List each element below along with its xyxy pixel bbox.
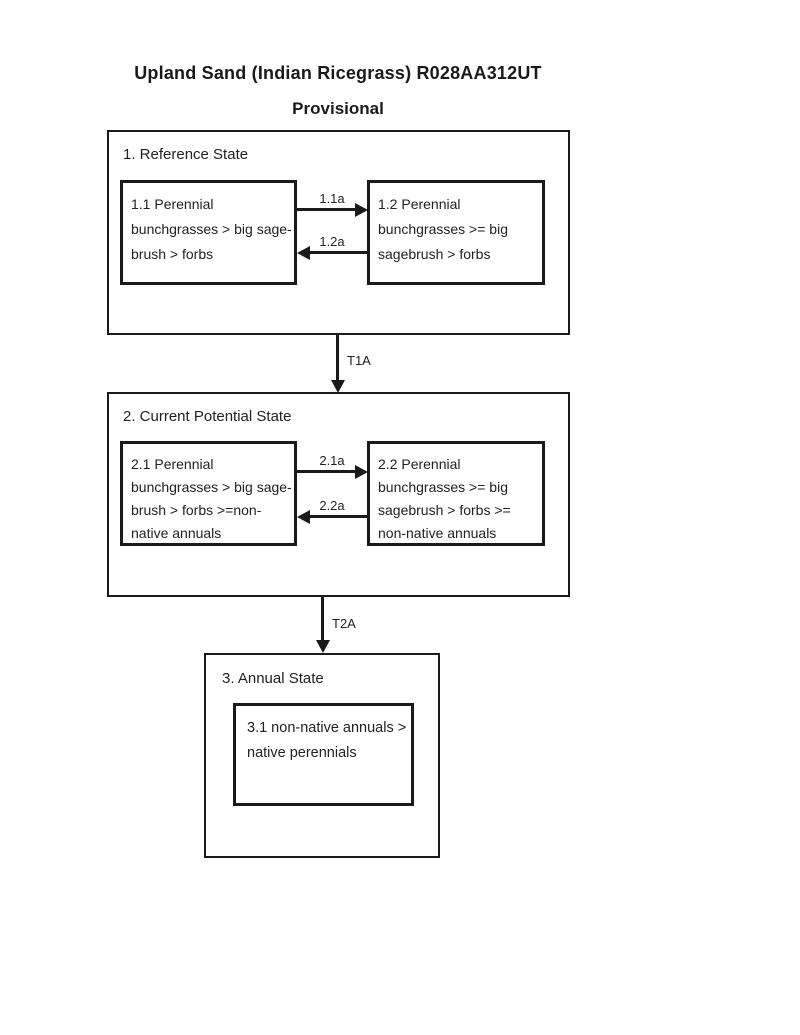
- state-title-reference: 1. Reference State: [123, 146, 249, 163]
- community-2-1-text-line: native annuals: [131, 525, 222, 541]
- arrow-down-icon: [331, 380, 345, 393]
- arrow-right-icon: [355, 465, 368, 479]
- arrow-right-icon: [355, 203, 368, 217]
- community-3-1-text-line: native perennials: [247, 745, 357, 761]
- state-title-current-potential: 2. Current Potential State: [123, 408, 292, 425]
- community-2-2-text-line: non-native annuals: [378, 525, 497, 541]
- pathway-arrow-1-2a-line: [310, 251, 367, 254]
- transition-label-t2a: T2A: [332, 616, 356, 631]
- arrow-left-icon: [297, 246, 310, 260]
- community-2-2-text-line: sagebrush > forbs >=: [378, 502, 511, 518]
- page-title: Upland Sand (Indian Ricegrass) R028AA312…: [134, 63, 542, 83]
- pathway-arrow-2-1a-line: [297, 470, 356, 473]
- arrow-left-icon: [297, 510, 310, 524]
- community-1-1-text-line: bunchgrasses > big sage-: [131, 221, 292, 237]
- arrow-down-icon: [316, 640, 330, 653]
- pathway-arrow-2-2a-line: [310, 515, 367, 518]
- pathway-label-2-1a: 2.1a: [319, 453, 345, 468]
- pathway-label-2-2a: 2.2a: [319, 498, 345, 513]
- transition-t2a-line: [321, 597, 324, 641]
- community-1-2-text-line: bunchgrasses >= big: [378, 221, 508, 237]
- community-2-2-text-line: bunchgrasses >= big: [378, 479, 508, 495]
- community-box-3-1: 3.1 non-native annuals > native perennia…: [233, 703, 414, 806]
- community-2-1-text-line: 2.1 Perennial: [131, 456, 214, 472]
- pathway-label-1-2a: 1.2a: [319, 234, 345, 249]
- community-3-1-text-line: 3.1 non-native annuals >: [247, 720, 407, 736]
- community-2-1-text-line: brush > forbs >=non-: [131, 502, 262, 518]
- state-title-annual: 3. Annual State: [222, 670, 324, 687]
- community-1-2-text-line: 1.2 Perennial: [378, 196, 461, 212]
- community-box-1-2: 1.2 Perennial bunchgrasses >= big sagebr…: [367, 180, 545, 285]
- pathway-arrow-1-1a-line: [297, 208, 356, 211]
- community-1-2-text-line: sagebrush > forbs: [378, 246, 491, 262]
- page-subtitle: Provisional: [292, 99, 384, 118]
- community-2-2-text-line: 2.2 Perennial: [378, 456, 461, 472]
- community-box-2-1: 2.1 Perennial bunchgrasses > big sage- b…: [120, 441, 297, 546]
- pathway-label-1-1a: 1.1a: [319, 191, 345, 206]
- community-2-1-text-line: bunchgrasses > big sage-: [131, 479, 292, 495]
- community-box-2-2: 2.2 Perennial bunchgrasses >= big sagebr…: [367, 441, 545, 546]
- transition-label-t1a: T1A: [347, 353, 371, 368]
- community-box-1-1: 1.1 Perennial bunchgrasses > big sage- b…: [120, 180, 297, 285]
- community-1-1-text-line: 1.1 Perennial: [131, 196, 214, 212]
- transition-t1a-line: [336, 335, 339, 381]
- community-1-1-text-line: brush > forbs: [131, 246, 214, 262]
